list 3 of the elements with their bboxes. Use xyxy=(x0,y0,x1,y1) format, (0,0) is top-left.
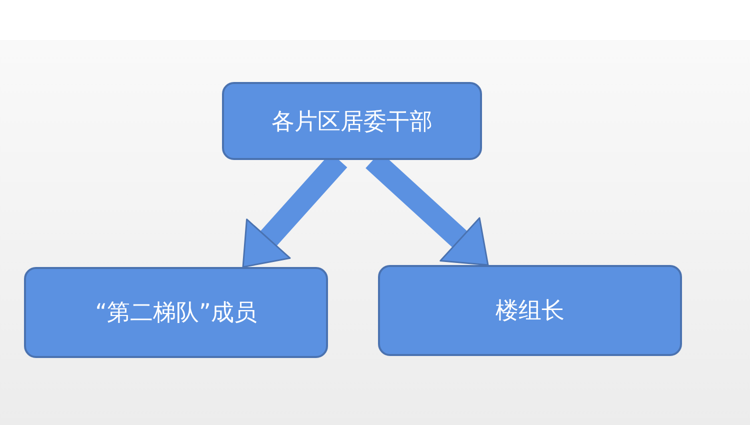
process-box: “第二梯队”成员 xyxy=(24,267,328,358)
process-box: 楼组长 xyxy=(378,265,682,356)
process-box: 各片区居委干部 xyxy=(222,82,482,160)
